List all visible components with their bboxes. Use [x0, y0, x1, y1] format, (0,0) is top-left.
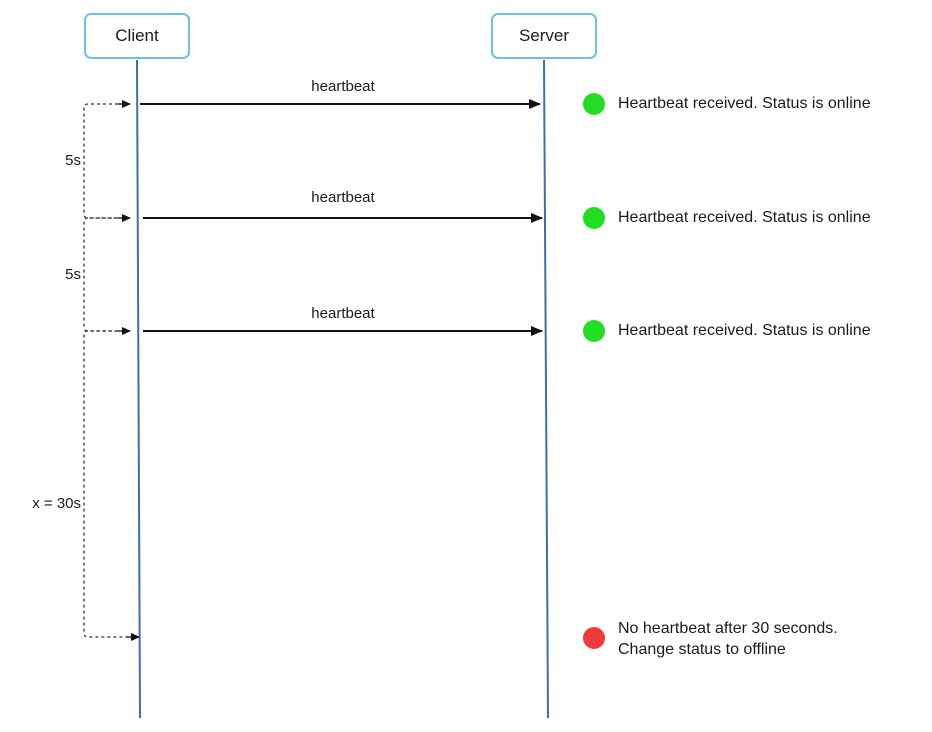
timeout-status-line2: Change status to offline [618, 641, 786, 658]
online-status-dot [583, 320, 605, 342]
online-status-dot [583, 93, 605, 115]
timeout-status-line1: No heartbeat after 30 seconds. [618, 620, 838, 637]
online-status-dot [583, 207, 605, 229]
status-text: Heartbeat received. Status is online [618, 95, 871, 112]
server-actor-label: Server [518, 26, 570, 45]
interval-bracket [83, 217, 118, 332]
interval-label: 5s [65, 266, 81, 283]
offline-status-dot [583, 627, 605, 649]
status-text: Heartbeat received. Status is online [618, 209, 871, 226]
server-actor-box: Server [491, 13, 597, 59]
client-lifeline [136, 59, 141, 719]
interval-label: x = 30s [32, 495, 81, 512]
heartbeat-label: heartbeat [311, 78, 375, 95]
server-lifeline [543, 59, 549, 719]
client-actor-label: Client [115, 26, 159, 45]
heartbeat-label: heartbeat [311, 189, 375, 206]
interval-label: 5s [65, 152, 81, 169]
status-text: Heartbeat received. Status is online [618, 322, 871, 339]
interval-bracket [83, 330, 126, 638]
client-actor-box: Client [84, 13, 190, 59]
heartbeat-label: heartbeat [311, 305, 375, 322]
interval-bracket [83, 103, 118, 219]
